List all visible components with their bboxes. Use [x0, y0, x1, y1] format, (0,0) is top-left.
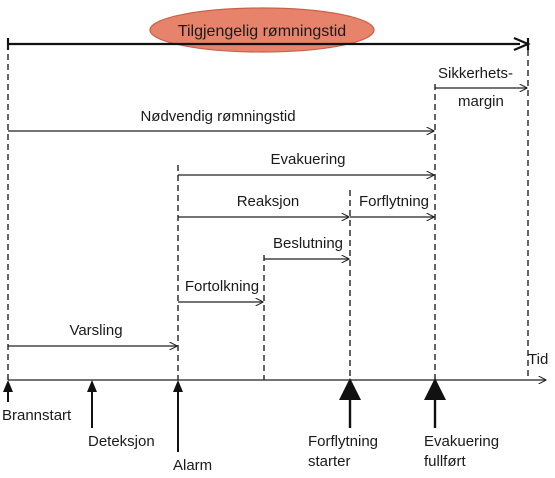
movement-start-label-line1: Forflytning: [308, 433, 378, 450]
evacuation-done-arrowhead: [424, 378, 446, 400]
movement-start-arrowhead: [339, 378, 361, 400]
movement-label: Forflytning: [359, 193, 429, 210]
fire-start-arrowhead: [3, 380, 13, 392]
detection-label: Deteksjon: [88, 433, 155, 450]
safety-margin-label-line2: margin: [458, 93, 504, 110]
title-text: Tilgjengelig rømningstid: [178, 23, 346, 40]
alarm-arrowhead: [173, 380, 183, 392]
time-axis-label: Tid: [528, 351, 548, 368]
decision-label: Beslutning: [273, 235, 343, 252]
evacuation-done-label-line1: Evakuering: [424, 433, 499, 450]
alarm-label: Alarm: [173, 457, 212, 474]
required-time-label: Nødvendig rømningstid: [140, 108, 295, 125]
fire-start-label: Brannstart: [2, 407, 72, 424]
safety-margin-label-line1: Sikkerhets-: [438, 65, 513, 82]
evacuation-label: Evakuering: [270, 151, 345, 168]
interpretation-label: Fortolkning: [185, 278, 259, 295]
title-ellipse: [149, 7, 375, 53]
evacuation-done-label-line2: fullført: [424, 453, 467, 470]
reaction-label: Reaksjon: [237, 193, 300, 210]
warning-label: Varsling: [69, 322, 122, 339]
movement-start-label-line2: starter: [308, 453, 351, 470]
detection-arrowhead: [87, 380, 97, 392]
